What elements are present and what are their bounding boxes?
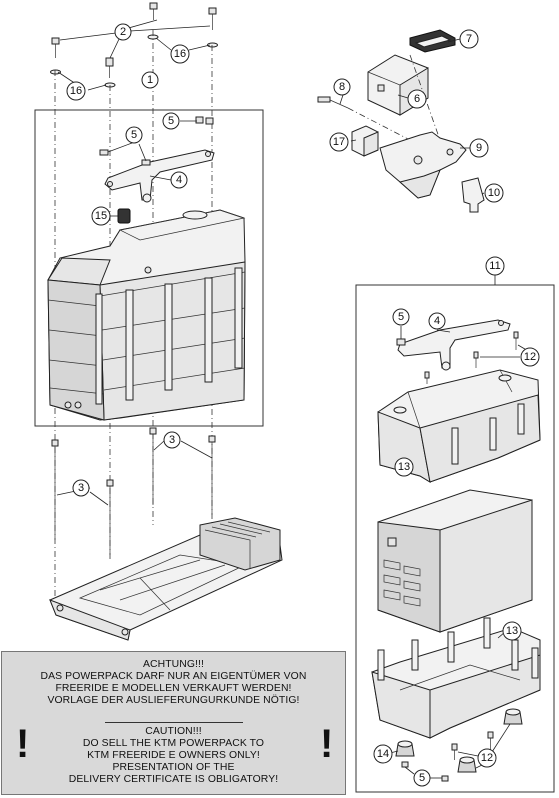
callout-5-a: 5: [125, 126, 143, 144]
svg-text:17: 17: [333, 136, 345, 148]
svg-text:12: 12: [524, 351, 536, 363]
bracket-top: [104, 149, 215, 203]
warning-de-title: ACHTUNG!!!: [142, 659, 205, 670]
long-bolts: [51, 427, 216, 555]
svg-text:5: 5: [419, 772, 425, 784]
leader-10: [481, 192, 485, 195]
feet-14: [395, 708, 523, 773]
leaders-5-4-15: [107, 120, 197, 217]
callout-17: 17: [329, 132, 349, 152]
bolt-top-3: [50, 37, 61, 75]
callout-9: 9: [469, 138, 489, 158]
callout-5-kit: 5: [392, 308, 410, 326]
callout-12-bottom: 12: [477, 748, 497, 768]
callout-5-b: 5: [162, 112, 180, 130]
powerpack-assembly-frame: [34, 109, 264, 427]
callout-16-right: 16: [170, 44, 190, 64]
svg-text:6: 6: [414, 93, 420, 105]
callout-6: 6: [407, 89, 427, 109]
callout-12-top: 12: [520, 347, 540, 367]
svg-text:5: 5: [131, 129, 137, 141]
sensor-10: [461, 177, 485, 213]
screws-5-top: [99, 116, 214, 166]
svg-text:7: 7: [466, 33, 472, 45]
bracket-kit-4: [397, 319, 511, 371]
battery-module: [377, 489, 533, 633]
battery-housing-kit-frame: [355, 284, 555, 793]
base-plate: [49, 517, 283, 641]
lower-tray: [371, 617, 541, 739]
svg-text:8: 8: [339, 81, 345, 93]
callout-13-bottom: 13: [502, 621, 522, 641]
svg-text:16: 16: [70, 85, 82, 97]
bracket-9: [379, 131, 467, 199]
svg-text:3: 3: [169, 434, 175, 446]
svg-text:1: 1: [147, 74, 153, 86]
callout-4-kit: 4: [428, 312, 446, 330]
callout-7: 7: [459, 29, 479, 49]
warning-en-line-4: DELIVERY CERTIFICATE IS OBLIGATORY!: [68, 774, 279, 785]
svg-text:15: 15: [95, 210, 107, 222]
bolt-top-2: [207, 7, 218, 48]
callout-14: 14: [373, 744, 393, 764]
screw-kit-5: [396, 338, 406, 346]
exclamation-mark-right-icon: !: [320, 722, 334, 766]
callout-3-right: 3: [163, 431, 181, 449]
warning-de-line-3: VORLAGE DER AUSLIEFERUNGURKUNDE NÖTIG!: [47, 695, 300, 706]
leader-8: [339, 94, 344, 105]
svg-text:3: 3: [78, 482, 84, 494]
warning-box: ACHTUNG!!! DAS POWERPACK DARF NUR AN EIG…: [1, 651, 346, 795]
callout-3-left: 3: [72, 479, 90, 497]
svg-text:9: 9: [476, 142, 482, 154]
warning-de-line-1: DAS POWERPACK DARF NUR AN EIGENTÜMER VON: [40, 671, 307, 682]
callout-10: 10: [484, 183, 504, 203]
axis-line-charger-2: [409, 54, 441, 141]
callout-16-left: 16: [66, 81, 86, 101]
powerpack-battery: [47, 209, 246, 421]
exclamation-mark-left-icon: !: [16, 722, 30, 766]
callout-11: 11: [485, 256, 505, 276]
callout-5-bottom: 5: [413, 769, 431, 787]
upper-housing: [377, 369, 541, 483]
svg-text:5: 5: [168, 115, 174, 127]
warning-en-title: CAUTION!!!: [145, 726, 202, 737]
warning-en-line-1: DO SELL THE KTM POWERPACK TO: [82, 738, 265, 749]
connector-7: [409, 29, 456, 53]
svg-text:10: 10: [488, 187, 500, 199]
callout-8: 8: [333, 78, 351, 96]
leader-6: [397, 94, 409, 99]
callout-15: 15: [91, 206, 111, 226]
callout-1: 1: [141, 71, 159, 89]
svg-text:16: 16: [174, 48, 186, 60]
svg-text:13: 13: [506, 625, 518, 637]
leader-kit-4: [436, 329, 451, 333]
svg-text:13: 13: [398, 461, 410, 473]
svg-text:2: 2: [120, 26, 126, 38]
leader-17: [350, 139, 357, 142]
callout-2: 2: [114, 23, 132, 41]
bolt-top-1: [149, 2, 158, 20]
svg-text:5: 5: [398, 311, 404, 323]
screws-kit-12-top: [424, 331, 519, 384]
svg-text:4: 4: [176, 174, 182, 186]
warning-en-line-2: KTM FREERIDE E OWNERS ONLY!: [87, 750, 260, 761]
warning-divider: [105, 722, 243, 723]
callout-13-top: 13: [394, 457, 414, 477]
warning-de-line-2: FREERIDE E MODELLEN VERKAUFT WERDEN!: [55, 683, 292, 694]
svg-text:4: 4: [434, 315, 440, 327]
fuse-part: [117, 208, 131, 224]
leaders-2-16: [57, 19, 211, 91]
bolt-top-4: [104, 57, 116, 88]
warning-en-line-3: PRESENTATION OF THE: [112, 762, 235, 773]
svg-text:14: 14: [377, 748, 389, 760]
svg-text:12: 12: [481, 752, 493, 764]
callout-4-left: 4: [170, 171, 188, 189]
relay-17: [351, 125, 379, 157]
leader-7: [447, 38, 461, 43]
svg-text:11: 11: [489, 260, 500, 272]
pin-8: [317, 96, 349, 109]
